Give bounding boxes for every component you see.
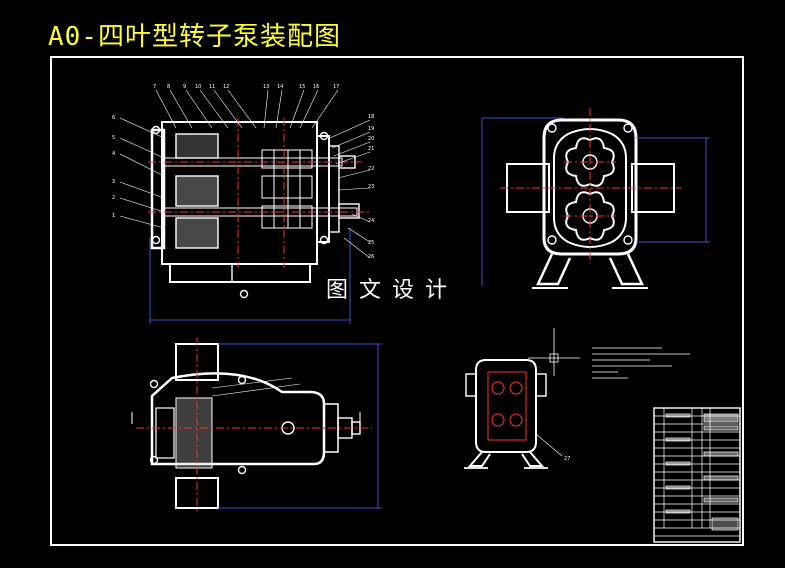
part-label: 24: [368, 218, 374, 224]
part-label: 20: [368, 136, 374, 142]
small-end-view: [464, 328, 580, 469]
part-label: 25: [368, 240, 374, 246]
title-block: [653, 407, 741, 543]
top-plan-view: [131, 338, 382, 514]
part-number-labels: 6 5 4 3 2 1 7 8 9 10 11 12 13 14 15 16 1…: [112, 84, 570, 462]
part-label: 5: [112, 135, 115, 141]
watermark-text: 图文设计: [326, 278, 459, 303]
front-section-view: [119, 89, 372, 324]
cad-drawing: 6 5 4 3 2 1 7 8 9 10 11 12 13 14 15 16 1…: [112, 84, 741, 543]
technical-notes: [592, 347, 690, 379]
drawing-frame: 6 5 4 3 2 1 7 8 9 10 11 12 13 14 15 16 1…: [50, 56, 744, 546]
part-label: 19: [368, 126, 374, 132]
part-label: 18: [368, 114, 374, 120]
part-label: 3: [112, 179, 115, 185]
side-end-view: [481, 108, 710, 289]
part-label: 17: [333, 84, 339, 90]
part-label: 22: [368, 166, 374, 172]
part-label: 9: [183, 84, 186, 90]
part-label: 21: [368, 146, 374, 152]
part-label: 8: [167, 84, 170, 90]
part-label: 16: [313, 84, 319, 90]
part-label: 14: [277, 84, 283, 90]
part-label: 10: [195, 84, 201, 90]
part-label: 13: [263, 84, 269, 90]
part-label: 15: [299, 84, 305, 90]
part-label: 12: [223, 84, 229, 90]
part-label: 26: [368, 254, 374, 260]
drawing-title: A0-四叶型转子泵装配图: [48, 22, 341, 52]
part-label: 23: [368, 184, 374, 190]
part-label: 2: [112, 195, 115, 201]
part-label: 11: [209, 84, 215, 90]
part-label: 4: [112, 151, 115, 157]
part-label: 1: [112, 213, 115, 219]
part-label: 27: [564, 456, 570, 462]
part-label: 6: [112, 115, 115, 121]
part-label: 7: [153, 84, 156, 90]
